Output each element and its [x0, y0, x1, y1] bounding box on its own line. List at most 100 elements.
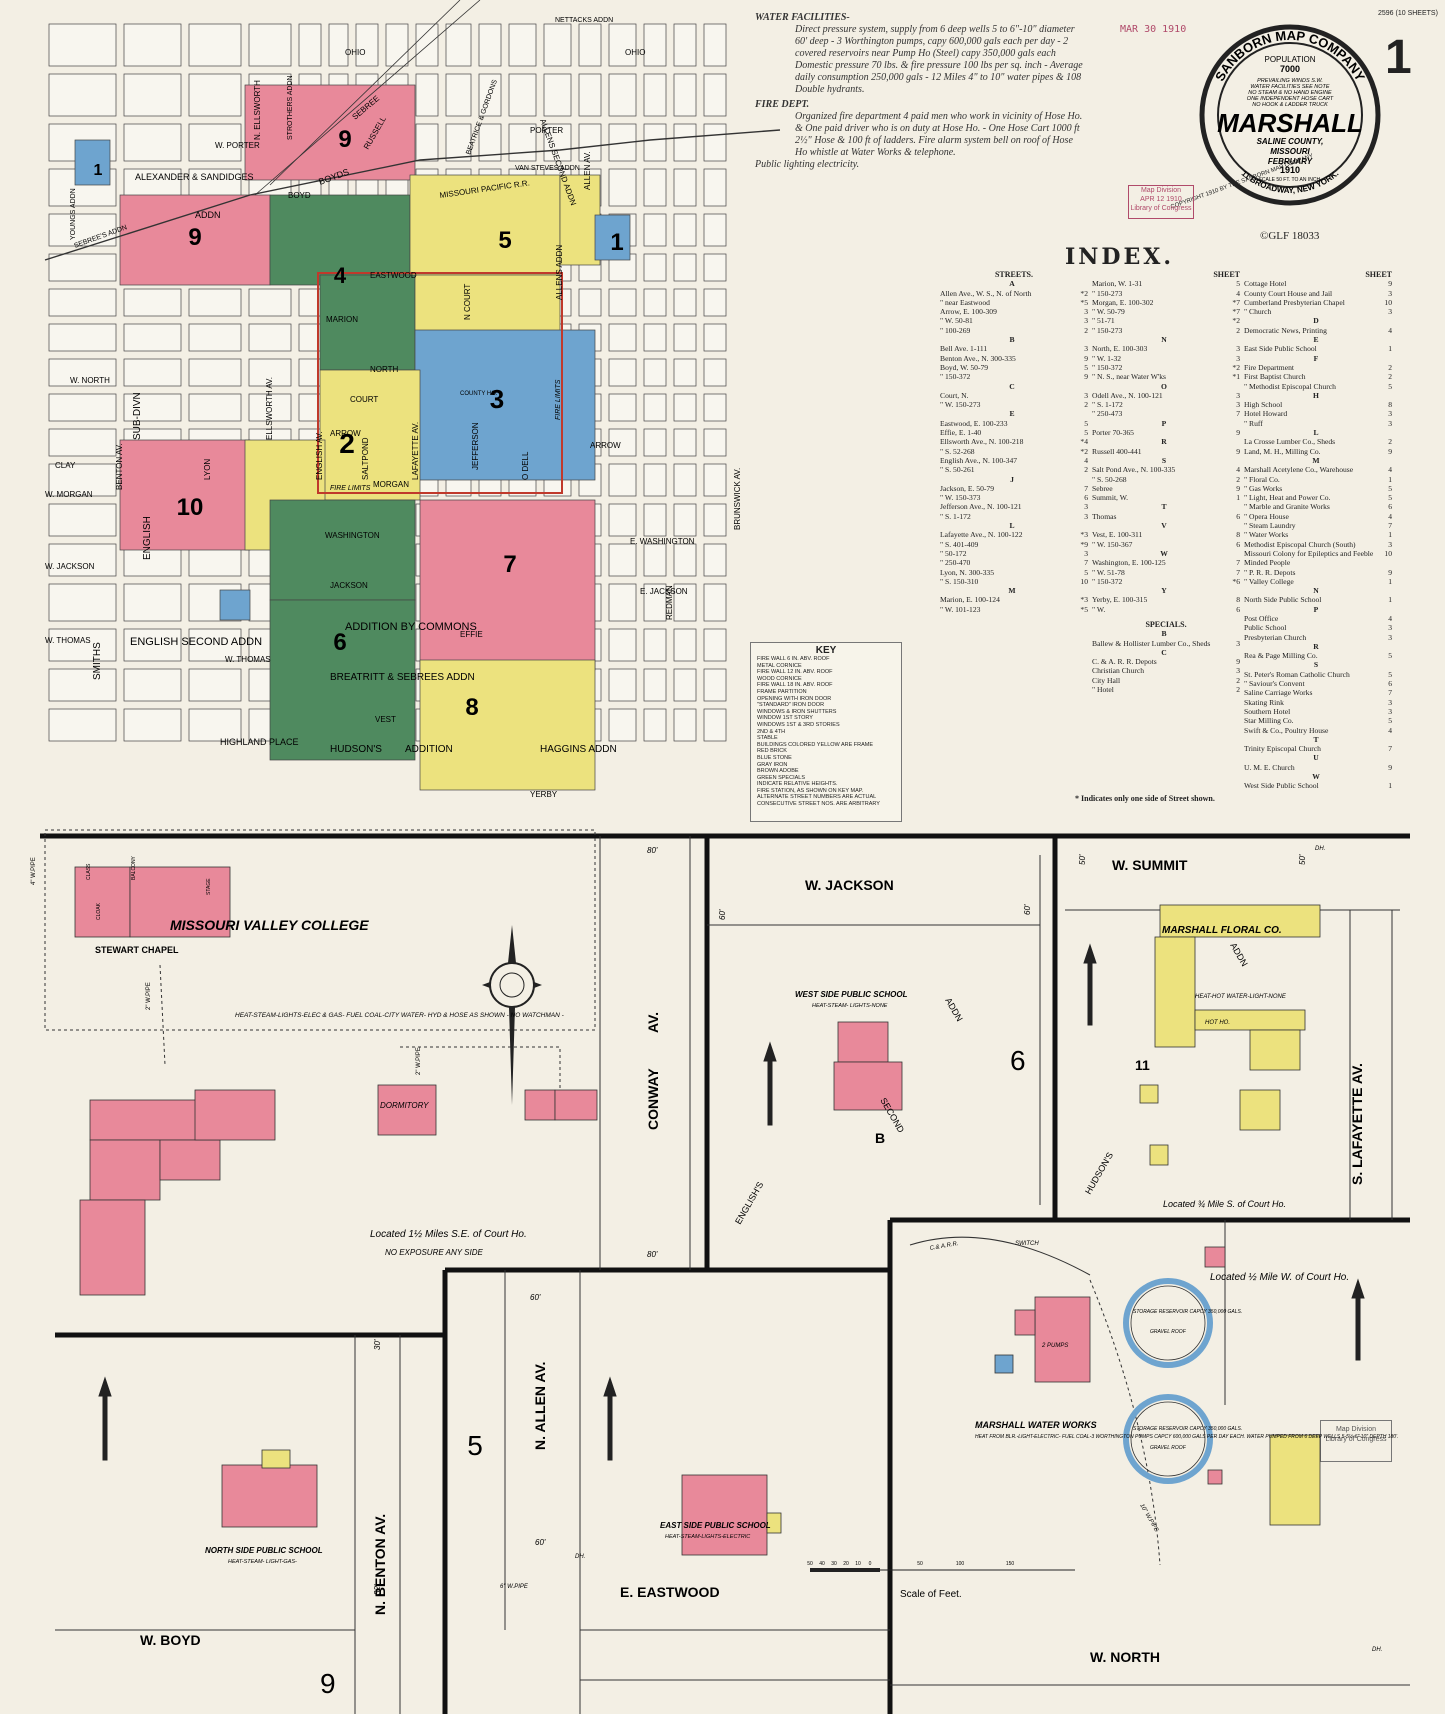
index-entry: Missouri Colony for Epileptics and Feebl…: [1244, 548, 1374, 568]
index-entry: " S. 50-261: [940, 465, 975, 475]
index-sheet: 7: [1388, 521, 1392, 531]
index-entry: " Ruff: [1244, 418, 1263, 428]
key-map-block: [608, 463, 637, 497]
north-arrow-waterworks: [1351, 1278, 1365, 1361]
index-row: Ellsworth Ave., N. 100-218*4: [940, 437, 1088, 446]
panel-borders: [40, 833, 1410, 1714]
seal-population-label: POPULATION: [1265, 55, 1316, 64]
street-ellsworth-av: ELLSWORTH AV.: [265, 377, 274, 440]
index-sheet: 3: [1084, 307, 1088, 317]
index-entry: " Steam Laundry: [1244, 521, 1296, 531]
key-map-block: [328, 23, 349, 67]
index-sheet: 9: [1084, 372, 1088, 382]
street-conway-av: AV.: [645, 1012, 661, 1033]
index-row: S: [1244, 660, 1392, 669]
index-entry: Presbyterian Church: [1244, 632, 1307, 642]
addn-van-steves: VAN STEVES ADDN: [515, 165, 580, 172]
key-map-block: [703, 288, 727, 317]
street-jefferson: JEFFERSON: [471, 422, 480, 470]
street-morgan: MORGAN: [373, 480, 409, 489]
key-map-block: [703, 668, 727, 702]
index-entry: T: [1313, 734, 1319, 744]
index-entry: Christian Church: [1092, 666, 1145, 676]
index-sheet: 3: [1236, 353, 1240, 363]
index-sheet: 3: [1388, 632, 1392, 642]
westside-block-b: B: [875, 1130, 885, 1146]
index-sheet: 3: [1388, 409, 1392, 419]
index-entry: English Ave., N. 100-347: [940, 455, 1018, 465]
index-entry: " 50-172: [940, 548, 967, 558]
key-map-sheet-number: 1: [610, 229, 623, 256]
county-house-label: COUNTY HO.: [460, 391, 498, 397]
key-map-block: [703, 73, 727, 117]
index-entry: Lyon, N. 300-335: [940, 567, 994, 577]
key-map-sheet-area: [319, 369, 421, 501]
index-sheet: 4: [1084, 455, 1088, 465]
floral-barn: [1239, 1089, 1281, 1131]
key-map-block: [673, 428, 697, 457]
index-entry: " 150-372: [1092, 576, 1123, 586]
index-entry: Saline Carriage Works: [1244, 688, 1313, 698]
index-sheet: 7: [1236, 567, 1240, 577]
index-entry: E: [1313, 335, 1319, 345]
key-map-block: [673, 253, 697, 282]
index-sheet: *2: [1232, 316, 1240, 326]
key-map-block: [643, 428, 667, 457]
key-map-streets: [44, 0, 781, 261]
key-map-block: [123, 708, 182, 742]
index-sheet: *3: [1080, 530, 1088, 540]
index-entry: " Marble and Granite Works: [1244, 502, 1330, 512]
index-sheet: 8: [1236, 595, 1240, 605]
index-entry: " W. 50-81: [940, 316, 973, 326]
index-sheet: 9: [1084, 353, 1088, 363]
reservoir-outlines: [1130, 1285, 1206, 1477]
index-sheet: 7: [1084, 483, 1088, 493]
index-row: " 150-372*6: [1092, 577, 1240, 586]
street-jackson: JACKSON: [330, 581, 368, 590]
public-lighting-note: Public lighting electricity.: [755, 159, 860, 170]
seal-line-4: NO HOOK & LADDER TRUCK: [1252, 102, 1328, 108]
index-row: D: [1244, 316, 1392, 325]
index-sheet: 3: [1388, 288, 1392, 298]
index-entry: Cumberland Presbyterian Chapel: [1244, 297, 1345, 307]
floral-width-2: 50': [1298, 854, 1307, 865]
index-sheet: 3: [1388, 418, 1392, 428]
index-entry: " P. R. R. Depots: [1244, 567, 1296, 577]
seal-city: MARSHALL: [1217, 108, 1363, 138]
index-entry: North, E. 100-303: [1092, 344, 1148, 354]
street-boyd: BOYD: [288, 191, 311, 200]
index-sheet: 4: [1236, 288, 1240, 298]
index-sheet: 5: [1236, 279, 1240, 289]
floral-sheet-number: 11: [1135, 1057, 1150, 1073]
index-sheet: 9: [1236, 483, 1240, 493]
key-line: WOOD CORNICE: [757, 675, 802, 682]
key-map-block: [48, 708, 117, 742]
deep-well-house: [1204, 1246, 1226, 1268]
college-exposure: NO EXPOSURE ANY SIDE: [385, 1248, 483, 1257]
water-works-pipe: 10" W.PIPE: [1138, 1503, 1159, 1534]
index-entry: Salt Pond Ave., N. 100-335: [1092, 465, 1176, 475]
index-row: Morgan, E. 100-302*7: [1092, 298, 1240, 307]
street-brunswick-av: BRUNSWICK AV.: [733, 468, 742, 530]
key-map-block: [48, 288, 117, 317]
key-map-block: [673, 123, 697, 162]
index-sheet: 7: [1388, 744, 1392, 754]
index-entry: " W. 51-78: [1092, 567, 1125, 577]
reservoir-1-roof: GRAVEL ROOF: [1150, 1329, 1187, 1335]
index-entry: S: [1313, 660, 1319, 670]
street-e-washington: E. WASHINGTON: [630, 537, 695, 546]
scale-bar: [810, 1568, 1075, 1572]
index-sheet: 2: [1236, 325, 1240, 335]
key-map-block: [608, 543, 637, 577]
